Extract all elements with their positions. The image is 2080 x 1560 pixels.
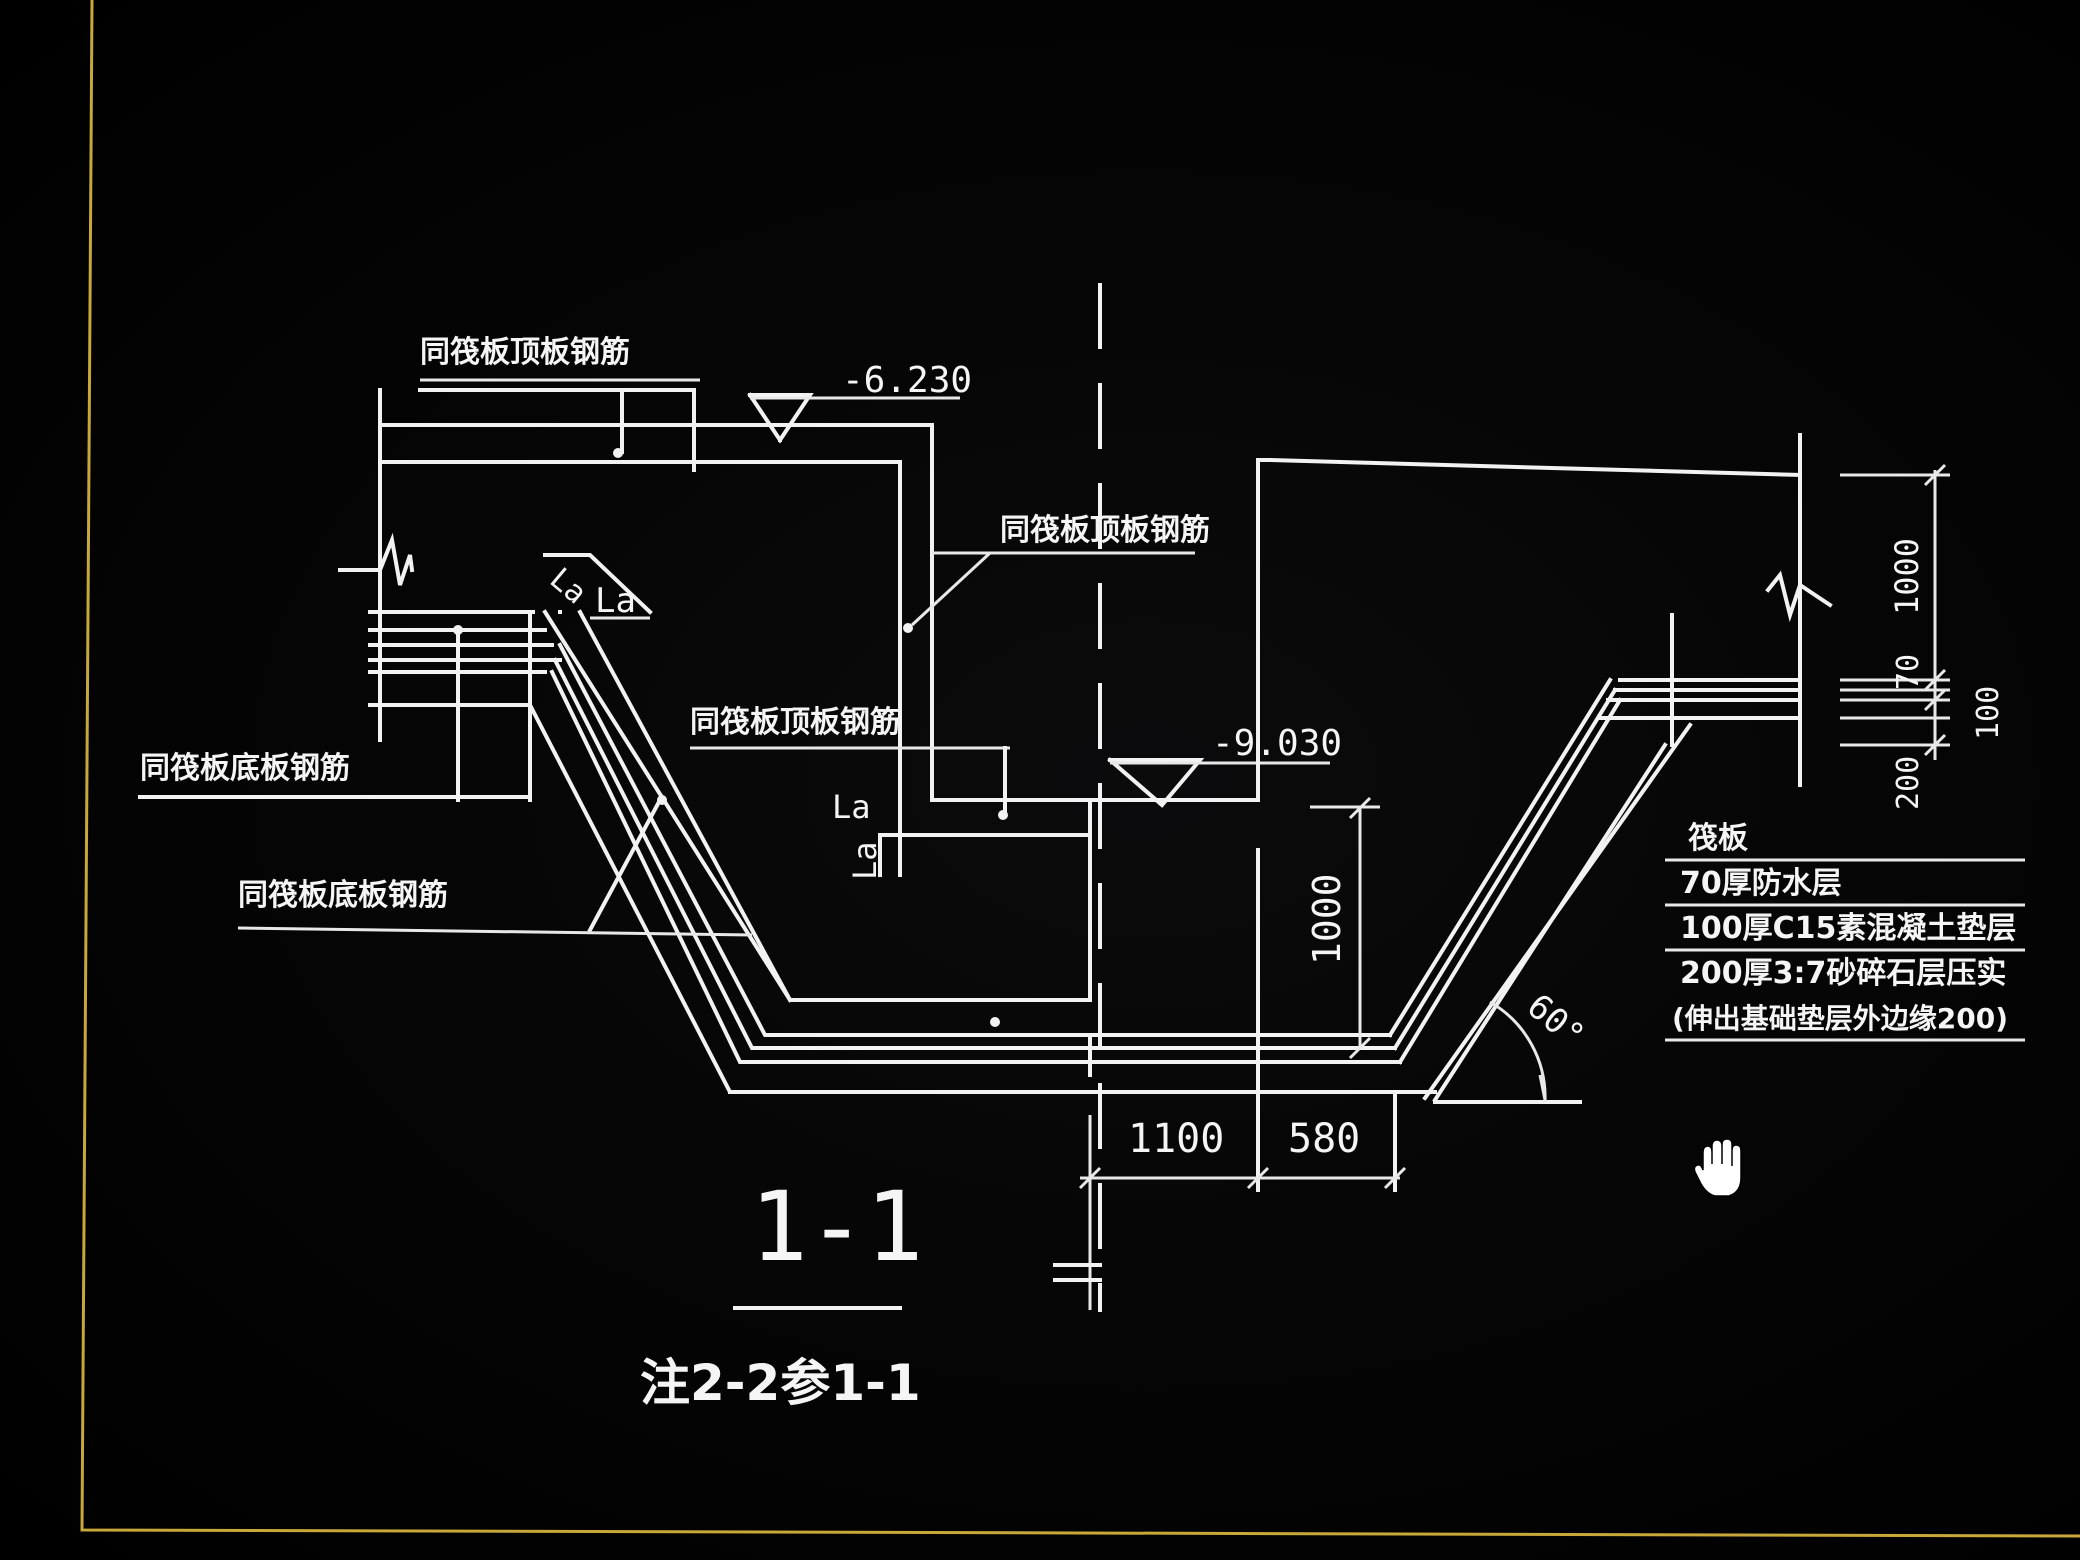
rebar-label-text: 同筏板顶板钢筋 — [1000, 513, 1210, 548]
angle-indicator: 60° — [1489, 986, 1592, 1103]
dim-1100: 1100 — [1128, 1116, 1224, 1162]
left-lower-slab — [138, 610, 562, 802]
rebar-label-text: 同筏板底板钢筋 — [140, 751, 350, 786]
rebar-label-text: 同筏板底板钢筋 — [238, 878, 448, 913]
angle-text: 60° — [1519, 986, 1592, 1056]
legend-item: 100厚C15素混凝土垫层 — [1680, 911, 2016, 946]
elevation-upper-text: -6.230 — [842, 360, 972, 401]
la-label: La — [846, 841, 884, 880]
rebar-label-mid-lower: 同筏板顶板钢筋 — [690, 705, 1010, 820]
elevation-marker-lower: -9.030 — [1107, 723, 1342, 808]
right-slab — [1256, 433, 1833, 787]
legend-item: 筏板 — [1688, 821, 1748, 856]
rebar-label-top-left: 同筏板顶板钢筋 — [420, 335, 700, 382]
elevation-lower-text: -9.030 — [1212, 723, 1342, 764]
legend-item: 200厚3:7砂碎石层压实 — [1680, 956, 2006, 991]
la-label: La — [832, 788, 871, 826]
bottom-slab — [728, 848, 1437, 1192]
legend-item: (伸出基础垫层外边缘200) — [1672, 1002, 2008, 1035]
la-label: La — [543, 561, 593, 611]
layer-legend: 筏板 70厚防水层 100厚C15素混凝土垫层 200厚3:7砂碎石层压实 (伸… — [1665, 821, 2025, 1042]
section-title: 1-1 注2-2参1-1 — [640, 1171, 923, 1412]
section-note-text: 注2-2参1-1 — [640, 1354, 921, 1412]
upper-slab — [338, 388, 934, 877]
rebar-label-text: 同筏板顶板钢筋 — [420, 335, 630, 370]
legend-item: 70厚防水层 — [1680, 866, 1842, 901]
section-title-text: 1-1 — [750, 1171, 923, 1283]
right-dimension-stack: 1000 70 100 200 — [1840, 463, 2006, 810]
sloped-rebars-right — [1387, 677, 1693, 1104]
elevation-marker-upper: -6.230 — [747, 360, 972, 444]
pit-step — [878, 458, 1260, 1002]
dim-580: 580 — [1288, 1116, 1360, 1162]
hand-pan-icon — [1693, 1138, 1742, 1197]
la-label: La — [595, 581, 636, 621]
sloped-rebars-left — [527, 553, 1402, 1094]
sheet-frame — [80, 0, 2080, 1538]
bottom-dimensions: 1100 580 — [1053, 1115, 1407, 1310]
dim-right-70: 70 — [1891, 654, 1926, 690]
rebar-label-mid-top: 同筏板顶板钢筋 — [903, 513, 1210, 633]
dim-right-200: 200 — [1891, 756, 1926, 810]
rebar-label-left-1: 同筏板底板钢筋 — [140, 751, 350, 786]
rebar-label-left-2: 同筏板底板钢筋 — [237, 878, 753, 937]
rebar-label-text: 同筏板顶板钢筋 — [690, 705, 900, 740]
pit-depth-text: 1000 — [1305, 873, 1349, 965]
pit-depth-dimension: 1000 — [1305, 796, 1380, 1060]
dim-right-1000: 1000 — [1888, 538, 1926, 615]
dim-right-100: 100 — [1971, 686, 2006, 740]
